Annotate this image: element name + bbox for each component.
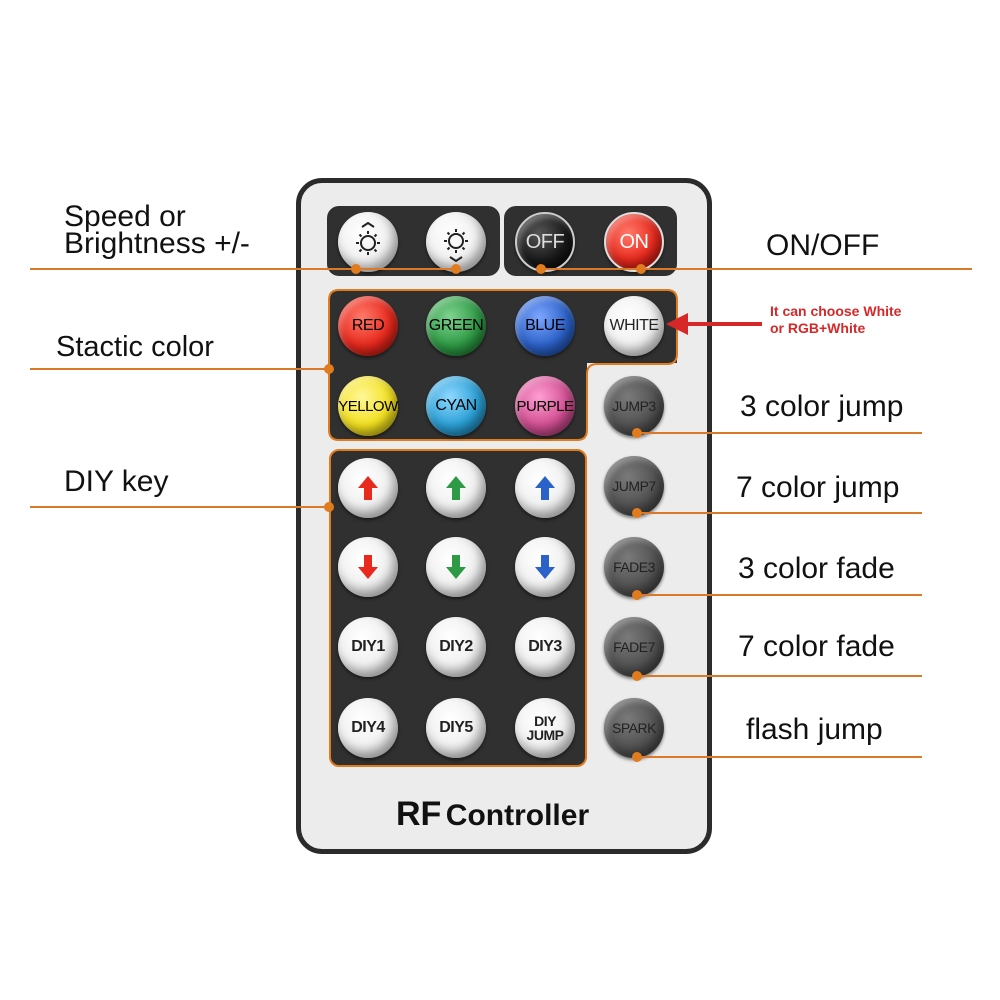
note-arrow-shaft <box>686 322 762 326</box>
jump7-label: JUMP7 <box>612 478 656 494</box>
remote-title: RF Controller <box>396 795 589 834</box>
fade3-button[interactable]: FADE3 <box>604 537 664 597</box>
diy-jump-button[interactable]: DIY JUMP <box>515 698 575 758</box>
fade3-label: FADE3 <box>613 559 655 575</box>
white-button[interactable]: WHITE <box>604 296 664 356</box>
diy1-button[interactable]: DIY1 <box>338 617 398 677</box>
speed-dot-2 <box>451 264 461 274</box>
arrow-down-icon <box>535 555 555 579</box>
spark-label: SPARK <box>612 720 656 736</box>
yellow-label: YELLOW <box>338 397 398 415</box>
red-label: RED <box>351 317 385 334</box>
arrow-down-icon <box>358 555 378 579</box>
flash-leader-line <box>636 756 922 758</box>
arrow-up-icon <box>535 476 555 500</box>
brightness-down-button[interactable] <box>426 212 486 272</box>
on-off-label: ON/OFF <box>766 229 880 262</box>
diy-dot <box>324 502 334 512</box>
static-leader-line <box>30 368 330 370</box>
diy-jump-label-2: JUMP <box>526 727 564 743</box>
red-button[interactable]: RED <box>338 296 398 356</box>
diy5-label: DIY5 <box>439 719 473 736</box>
diy-blue-down-button[interactable] <box>515 537 575 597</box>
flash-dot <box>632 752 642 762</box>
arrow-down-icon <box>446 555 466 579</box>
power-leader-line <box>540 268 972 270</box>
jump7-text: 7 color jump <box>736 471 900 504</box>
on-button[interactable]: ON <box>604 212 664 272</box>
jump3-leader-line <box>636 432 922 434</box>
jump3-dot <box>632 428 642 438</box>
fade3-dot <box>632 590 642 600</box>
fade7-leader-line <box>636 675 922 677</box>
cyan-label: CYAN <box>435 397 477 414</box>
jump3-label: JUMP3 <box>612 398 656 414</box>
fade7-text: 7 color fade <box>738 630 895 663</box>
arrow-up-icon <box>358 476 378 500</box>
diy1-label: DIY1 <box>351 638 385 655</box>
speed-leader-line <box>30 268 455 270</box>
diy-jump-label-1: DIY <box>534 713 556 729</box>
remote-title-rf: RF <box>396 795 442 833</box>
fade7-button[interactable]: FADE7 <box>604 617 664 677</box>
fade7-dot <box>632 671 642 681</box>
yellow-button[interactable]: YELLOW <box>338 376 398 436</box>
flash-text: flash jump <box>746 713 883 746</box>
diy-green-up-button[interactable] <box>426 458 486 518</box>
sun-icon <box>444 229 468 262</box>
purple-button[interactable]: PURPLE <box>515 376 575 436</box>
speed-label-line1: Speed or <box>64 200 186 233</box>
fade3-text: 3 color fade <box>738 552 895 585</box>
white-note: It can choose White or RGB+White <box>770 303 901 337</box>
diy4-label: DIY4 <box>351 719 385 736</box>
fade7-label: FADE7 <box>613 639 655 655</box>
static-dot <box>324 364 334 374</box>
diy2-button[interactable]: DIY2 <box>426 617 486 677</box>
diy5-button[interactable]: DIY5 <box>426 698 486 758</box>
diy2-label: DIY2 <box>439 638 473 655</box>
brightness-up-button[interactable] <box>338 212 398 272</box>
diy-key-label: DIY key <box>64 465 169 498</box>
blue-label: BLUE <box>525 317 565 334</box>
white-note-line2: or RGB+White <box>770 320 866 336</box>
fade3-leader-line <box>636 594 922 596</box>
diy3-button[interactable]: DIY3 <box>515 617 575 677</box>
diy-leader-line <box>30 506 330 508</box>
purple-label: PURPLE <box>516 397 574 415</box>
power-dot-2 <box>636 264 646 274</box>
blue-button[interactable]: BLUE <box>515 296 575 356</box>
static-color-label: Stactic color <box>56 331 214 363</box>
white-label: WHITE <box>609 317 659 334</box>
diy-blue-up-button[interactable] <box>515 458 575 518</box>
off-label: OFF <box>525 230 565 253</box>
cyan-button[interactable]: CYAN <box>426 376 486 436</box>
white-note-line1: It can choose White <box>770 303 902 319</box>
jump3-text: 3 color jump <box>740 390 904 423</box>
speed-dot-1 <box>351 264 361 274</box>
power-dot-1 <box>536 264 546 274</box>
off-button[interactable]: OFF <box>515 212 575 272</box>
diy-green-down-button[interactable] <box>426 537 486 597</box>
jump7-button[interactable]: JUMP7 <box>604 456 664 516</box>
green-label: GREEN <box>428 317 484 334</box>
arrow-up-icon <box>446 476 466 500</box>
diy-red-down-button[interactable] <box>338 537 398 597</box>
spark-button[interactable]: SPARK <box>604 698 664 758</box>
remote-title-controller: Controller <box>445 799 590 832</box>
speed-label-line2: Brightness +/- <box>64 227 250 260</box>
sun-icon <box>356 222 380 255</box>
jump3-button[interactable]: JUMP3 <box>604 376 664 436</box>
green-button[interactable]: GREEN <box>426 296 486 356</box>
jump7-dot <box>632 508 642 518</box>
diy-red-up-button[interactable] <box>338 458 398 518</box>
diy3-label: DIY3 <box>528 638 562 655</box>
jump7-leader-line <box>636 512 922 514</box>
note-arrow-icon <box>666 313 688 335</box>
on-label: ON <box>619 230 650 253</box>
diy4-button[interactable]: DIY4 <box>338 698 398 758</box>
